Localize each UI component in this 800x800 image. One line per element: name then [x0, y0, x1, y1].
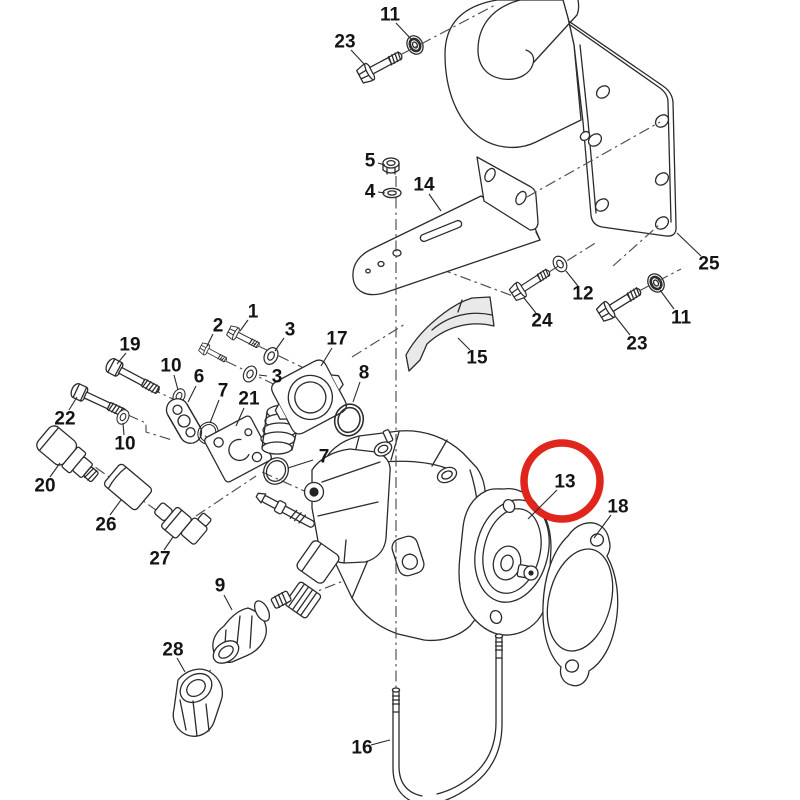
- part-label-26: 26: [95, 515, 116, 536]
- part-label-9: 9: [215, 576, 226, 597]
- bolt-24: [507, 263, 555, 303]
- part-label-15: 15: [466, 348, 488, 369]
- part-label-22: 22: [54, 409, 75, 430]
- fitting-17: [260, 359, 347, 455]
- leader-line-10: [122, 422, 125, 436]
- bolt-19: [103, 356, 163, 398]
- part-label-1: 1: [248, 302, 259, 323]
- leader-line-3: [274, 337, 285, 352]
- part-label-14: 14: [413, 175, 435, 196]
- leader-line-17: [320, 347, 333, 367]
- elbow-9: [212, 590, 292, 664]
- part-label-25: 25: [698, 254, 720, 275]
- nut-5: [382, 157, 400, 175]
- part-label-11: 11: [380, 5, 401, 26]
- part-label-21: 21: [238, 389, 260, 410]
- washer-11-right: [643, 269, 669, 297]
- leader-line-1: [239, 319, 249, 332]
- part-label-5: 5: [365, 151, 376, 172]
- pump-13: [255, 429, 552, 642]
- part-label-10: 10: [114, 434, 135, 455]
- plug-20: [36, 425, 99, 483]
- bolt-2: [197, 341, 230, 366]
- leader-line-2: [206, 333, 214, 347]
- leader-line-27: [163, 536, 174, 551]
- leader-line-11: [395, 22, 413, 41]
- leader-line-8: [352, 381, 361, 403]
- leader-line-3: [258, 374, 268, 377]
- bolt-23-top: [354, 45, 407, 86]
- part-label-3: 3: [285, 320, 296, 341]
- part-label-13: 13: [554, 472, 575, 493]
- leader-line-5: [377, 162, 386, 166]
- leader-line-7: [209, 399, 220, 424]
- part-label-27: 27: [149, 549, 170, 570]
- highlight-circle-part-13: [520, 439, 604, 523]
- part-label-23: 23: [626, 334, 647, 355]
- leader-line-11: [659, 289, 675, 310]
- leader-line-9: [223, 594, 233, 611]
- part-label-23: 23: [334, 32, 355, 53]
- leader-line-20: [49, 462, 61, 478]
- coupling-6: [165, 398, 203, 444]
- part-label-7: 7: [319, 447, 330, 468]
- bolt-23-right: [594, 281, 646, 324]
- leader-line-25: [676, 232, 702, 257]
- leader-line-4: [377, 191, 386, 194]
- part-label-11: 11: [671, 308, 692, 329]
- part-label-24: 24: [531, 311, 553, 332]
- bolt-1: [225, 324, 263, 353]
- leader-line-23: [350, 49, 366, 66]
- leader-line-28: [176, 657, 186, 673]
- leader-line-21: [235, 407, 245, 427]
- elbow-fitting-27: [154, 502, 212, 545]
- part-label-2: 2: [213, 316, 224, 337]
- washer-3-lower: [240, 363, 260, 385]
- leader-line-14: [428, 193, 442, 212]
- part-label-17: 17: [326, 329, 347, 350]
- leader-line-15: [457, 337, 471, 351]
- leader-line-22: [68, 396, 78, 411]
- part-label-8: 8: [359, 363, 370, 384]
- leader-line-13: [527, 489, 558, 520]
- swivel-nut-28: [172, 668, 224, 737]
- part-label-20: 20: [34, 476, 55, 497]
- support-bracket-14: [352, 156, 541, 296]
- leader-line-23: [614, 315, 631, 336]
- clamp-wedge-15: [405, 296, 495, 372]
- spacer-26: [103, 463, 153, 511]
- part-label-7: 7: [218, 381, 229, 402]
- leader-line-10: [173, 374, 179, 391]
- gasket-18: [542, 522, 619, 687]
- mount-bracket-25: [444, 0, 677, 237]
- leader-line-19: [116, 352, 127, 365]
- part-label-12: 12: [572, 284, 593, 305]
- leader-line-6: [187, 385, 197, 403]
- part-label-18: 18: [607, 497, 628, 518]
- part-label-10: 10: [160, 356, 181, 377]
- assembly-axis-lines-over: [395, 3, 682, 688]
- part-label-4: 4: [365, 182, 376, 203]
- part-label-16: 16: [351, 738, 372, 759]
- leader-line-24: [523, 297, 537, 314]
- tube-16: [391, 633, 504, 800]
- leader-line-18: [593, 514, 612, 539]
- washer-11-top: [402, 31, 428, 59]
- part-label-6: 6: [194, 367, 205, 388]
- highlight-layer: [520, 439, 604, 523]
- part-label-19: 19: [119, 335, 140, 356]
- leader-line-16: [370, 739, 391, 746]
- part-label-3: 3: [272, 367, 283, 388]
- part-label-28: 28: [162, 640, 183, 661]
- manifold-block-21: [204, 415, 272, 483]
- leader-line-26: [109, 499, 122, 516]
- leader-line-12: [565, 270, 579, 287]
- washer-4: [382, 187, 402, 199]
- leader-line-7: [287, 459, 314, 469]
